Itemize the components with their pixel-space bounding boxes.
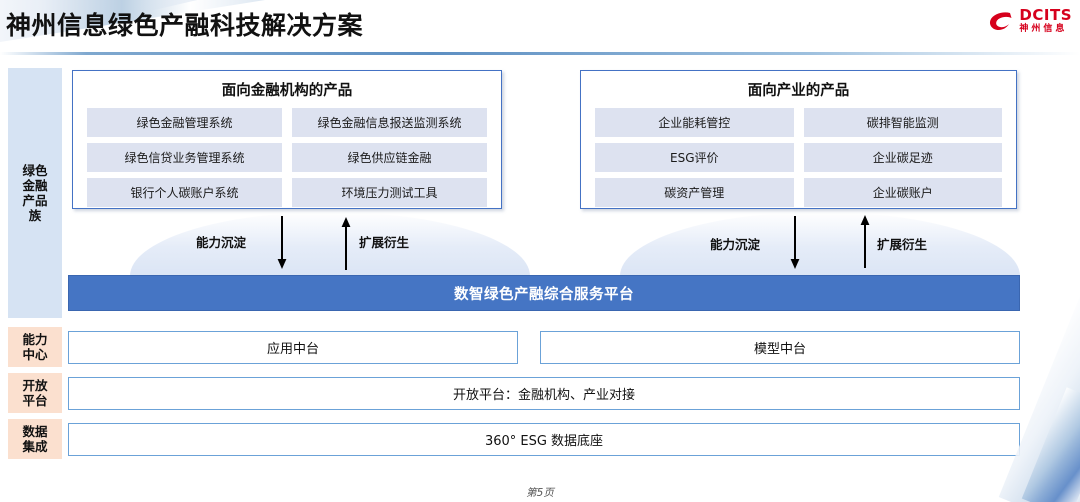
product-chip[interactable]: 绿色金融信息报送监测系统 [292, 108, 487, 137]
dcits-logo-icon [990, 12, 1012, 30]
platform-bar[interactable]: 数智绿色产融综合服务平台 [68, 275, 1020, 311]
data-foundation-label: 360° ESG 数据底座 [484, 434, 604, 449]
open-platform-label: 开放平台：金融机构、产业对接 [452, 388, 635, 403]
sidebar-item-capability-center[interactable]: 能力 中心 [8, 327, 62, 367]
product-chip[interactable]: 企业能耗管控 [595, 108, 794, 137]
flow-label-left-extend: 扩展衍生 [359, 235, 410, 250]
flow-label-left-precipitate: 能力沉淀 [196, 235, 247, 250]
product-chip[interactable]: 绿色供应链金融 [292, 143, 487, 172]
capability-label-0: 应用中台 [266, 342, 319, 357]
sidebar-item-open-platform[interactable]: 开放 平台 [8, 373, 62, 413]
dcits-logo-text: DCITS 神州信息 [1019, 8, 1072, 34]
flow-label-right-precipitate: 能力沉淀 [710, 237, 761, 252]
sidebar-label-2: 开放 平台 [22, 377, 48, 408]
platform-bar-label: 数智绿色产融综合服务平台 [454, 286, 634, 303]
group-item-grid-1: 企业能耗管控 碳排智能监测 ESG评价 企业碳足迹 碳资产管理 企业碳账户 [581, 100, 1016, 217]
logo-en-label: DCITS [1019, 6, 1072, 24]
product-chip[interactable]: 环境压力测试工具 [292, 178, 487, 207]
group-products-for-industry: 面向产业的产品 企业能耗管控 碳排智能监测 ESG评价 企业碳足迹 碳资产管理 … [580, 70, 1017, 209]
capability-box-model-middle-platform[interactable]: 模型中台 [540, 331, 1020, 364]
sidebar-label-3: 数据 集成 [22, 423, 48, 454]
open-platform-box[interactable]: 开放平台：金融机构、产业对接 [68, 377, 1020, 410]
up-arrow-icon-right [860, 215, 870, 268]
product-chip[interactable]: ESG评价 [595, 143, 794, 172]
up-arrow-icon-left [341, 217, 351, 270]
sidebar-item-data-integration[interactable]: 数据 集成 [8, 419, 62, 459]
product-chip[interactable]: 碳资产管理 [595, 178, 794, 207]
down-arrow-icon-left [277, 216, 287, 269]
down-arrow-icon-right [790, 216, 800, 269]
sidebar-item-green-finance-product-family[interactable]: 绿色 金融 产品 族 [8, 68, 62, 318]
product-chip[interactable]: 企业碳足迹 [803, 143, 1002, 172]
group-title-0: 面向金融机构的产品 [221, 83, 353, 99]
slide-header: 神州信息绿色产融科技解决方案 DCITS 神州信息 [0, 0, 1080, 56]
flow-label-right-extend: 扩展衍生 [877, 237, 928, 252]
logo-cn-label: 神州信息 [1019, 24, 1068, 34]
product-chip[interactable]: 绿色金融管理系统 [87, 108, 282, 137]
product-chip[interactable]: 碳排智能监测 [803, 108, 1002, 137]
left-hill-decoration [130, 212, 530, 276]
capability-label-1: 模型中台 [753, 342, 806, 357]
data-foundation-box[interactable]: 360° ESG 数据底座 [68, 423, 1020, 456]
group-products-for-financial-institutions: 面向金融机构的产品 绿色金融管理系统 绿色金融信息报送监测系统 绿色信贷业务管理… [72, 70, 502, 209]
group-item-grid-0: 绿色金融管理系统 绿色金融信息报送监测系统 绿色信贷业务管理系统 绿色供应链金融… [73, 100, 501, 217]
header-divider [0, 52, 1080, 55]
group-title-1: 面向产业的产品 [747, 83, 850, 99]
page-number: 第5页 [526, 487, 554, 499]
sidebar-label-1: 能力 中心 [22, 331, 48, 362]
page-title: 神州信息绿色产融科技解决方案 [6, 11, 364, 40]
product-chip[interactable]: 银行个人碳账户系统 [87, 178, 282, 207]
sidebar-label-0: 绿色 金融 产品 族 [22, 162, 48, 224]
product-chip[interactable]: 企业碳账户 [803, 178, 1002, 207]
right-hill-decoration [620, 212, 1020, 276]
capability-box-application-middle-platform[interactable]: 应用中台 [68, 331, 518, 364]
dcits-logo: DCITS 神州信息 [988, 8, 1072, 34]
product-chip[interactable]: 绿色信贷业务管理系统 [87, 143, 282, 172]
